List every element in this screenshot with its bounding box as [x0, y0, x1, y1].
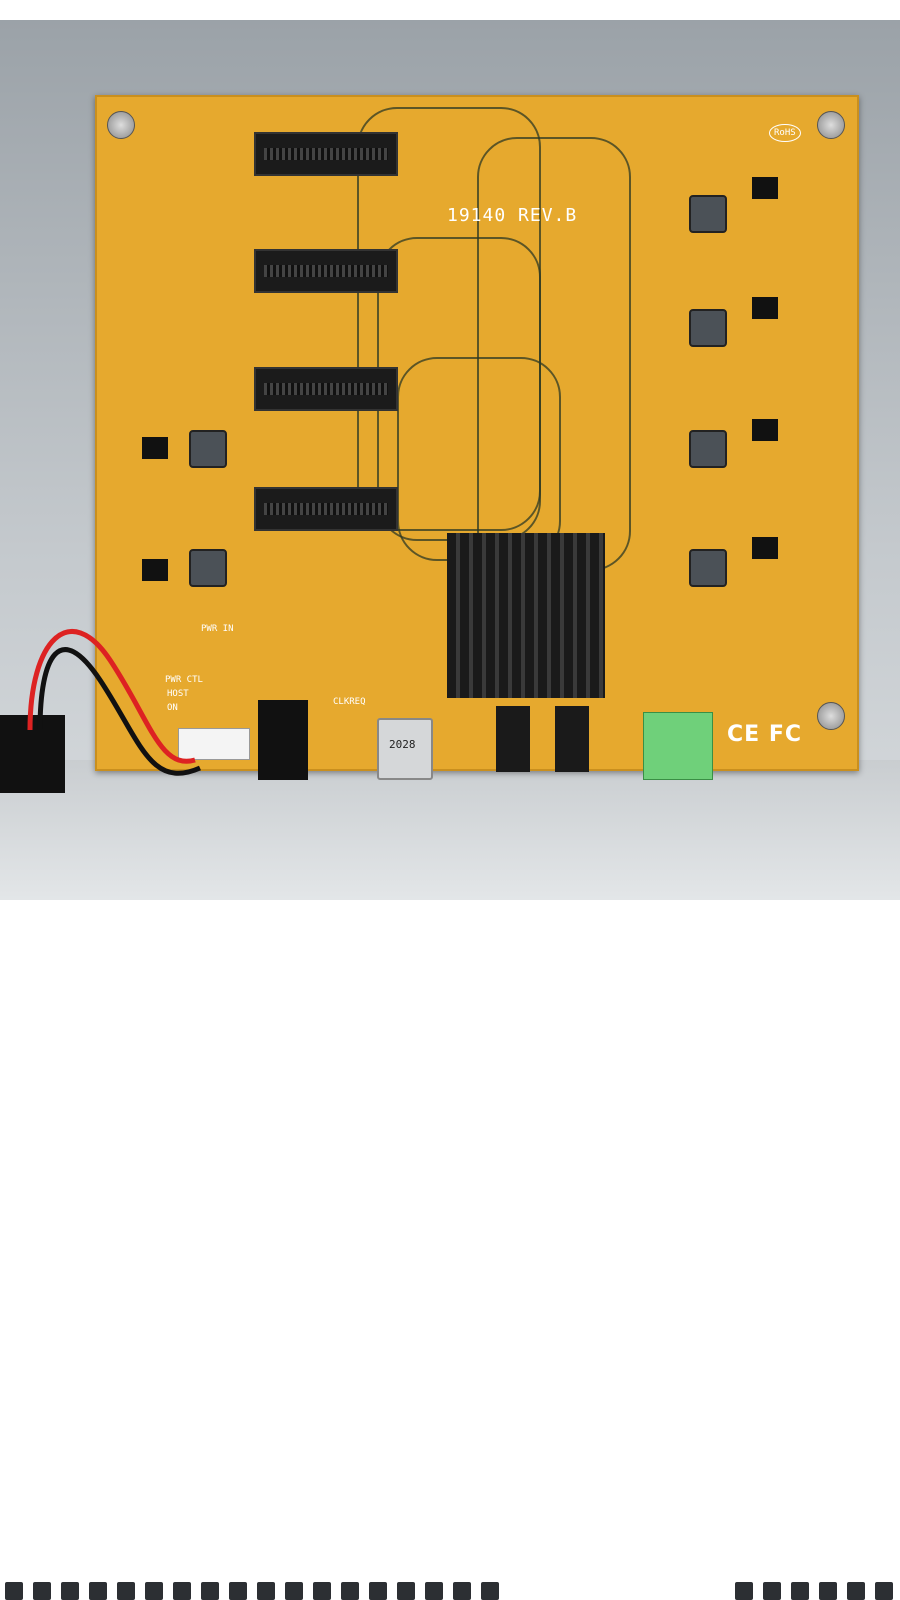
inductor [689, 309, 727, 347]
ic-chip [752, 537, 778, 559]
on-label: ON [167, 703, 178, 713]
mounting-screw [107, 111, 135, 139]
pwr-ctl-label: PWR CTL [165, 675, 203, 685]
mounting-screw [817, 702, 845, 730]
ic-chip [752, 297, 778, 319]
pcie-slot-3 [254, 367, 398, 411]
model-revision-label: 19140 REV.B [447, 205, 578, 226]
mounting-screw [817, 111, 845, 139]
inductor [189, 549, 227, 587]
vent-row-left [5, 1582, 499, 1600]
inductor [689, 430, 727, 468]
led-header-green [496, 706, 530, 772]
inductor [689, 195, 727, 233]
pwr-in-label: PWR IN [201, 624, 234, 634]
ic-chip [142, 437, 168, 459]
inductor [689, 549, 727, 587]
sata-power-header[interactable] [178, 728, 250, 760]
terminal-block-connector[interactable] [643, 712, 713, 780]
inductor [189, 430, 227, 468]
chip-heatsink [447, 533, 605, 698]
ic-chip [752, 419, 778, 441]
ce-fcc-logo: CE FC [727, 722, 803, 747]
power-cable [27, 629, 202, 776]
pcie-slot-4 [254, 487, 398, 531]
pcie-slot-1 [254, 132, 398, 176]
host-label: HOST [167, 689, 189, 699]
vent-row-right [735, 1582, 893, 1600]
pcie-slot-2 [254, 249, 398, 293]
rohs-logo: RoHS [769, 124, 801, 142]
led-header-red [555, 706, 589, 772]
dc-power-jack[interactable] [258, 700, 308, 780]
usb-port-label: 2028 [389, 738, 416, 751]
usb-c-port[interactable]: 2028 [377, 718, 433, 780]
ic-chip [752, 177, 778, 199]
ic-chip [142, 559, 168, 581]
clkreq-label: CLKREQ [333, 697, 366, 707]
